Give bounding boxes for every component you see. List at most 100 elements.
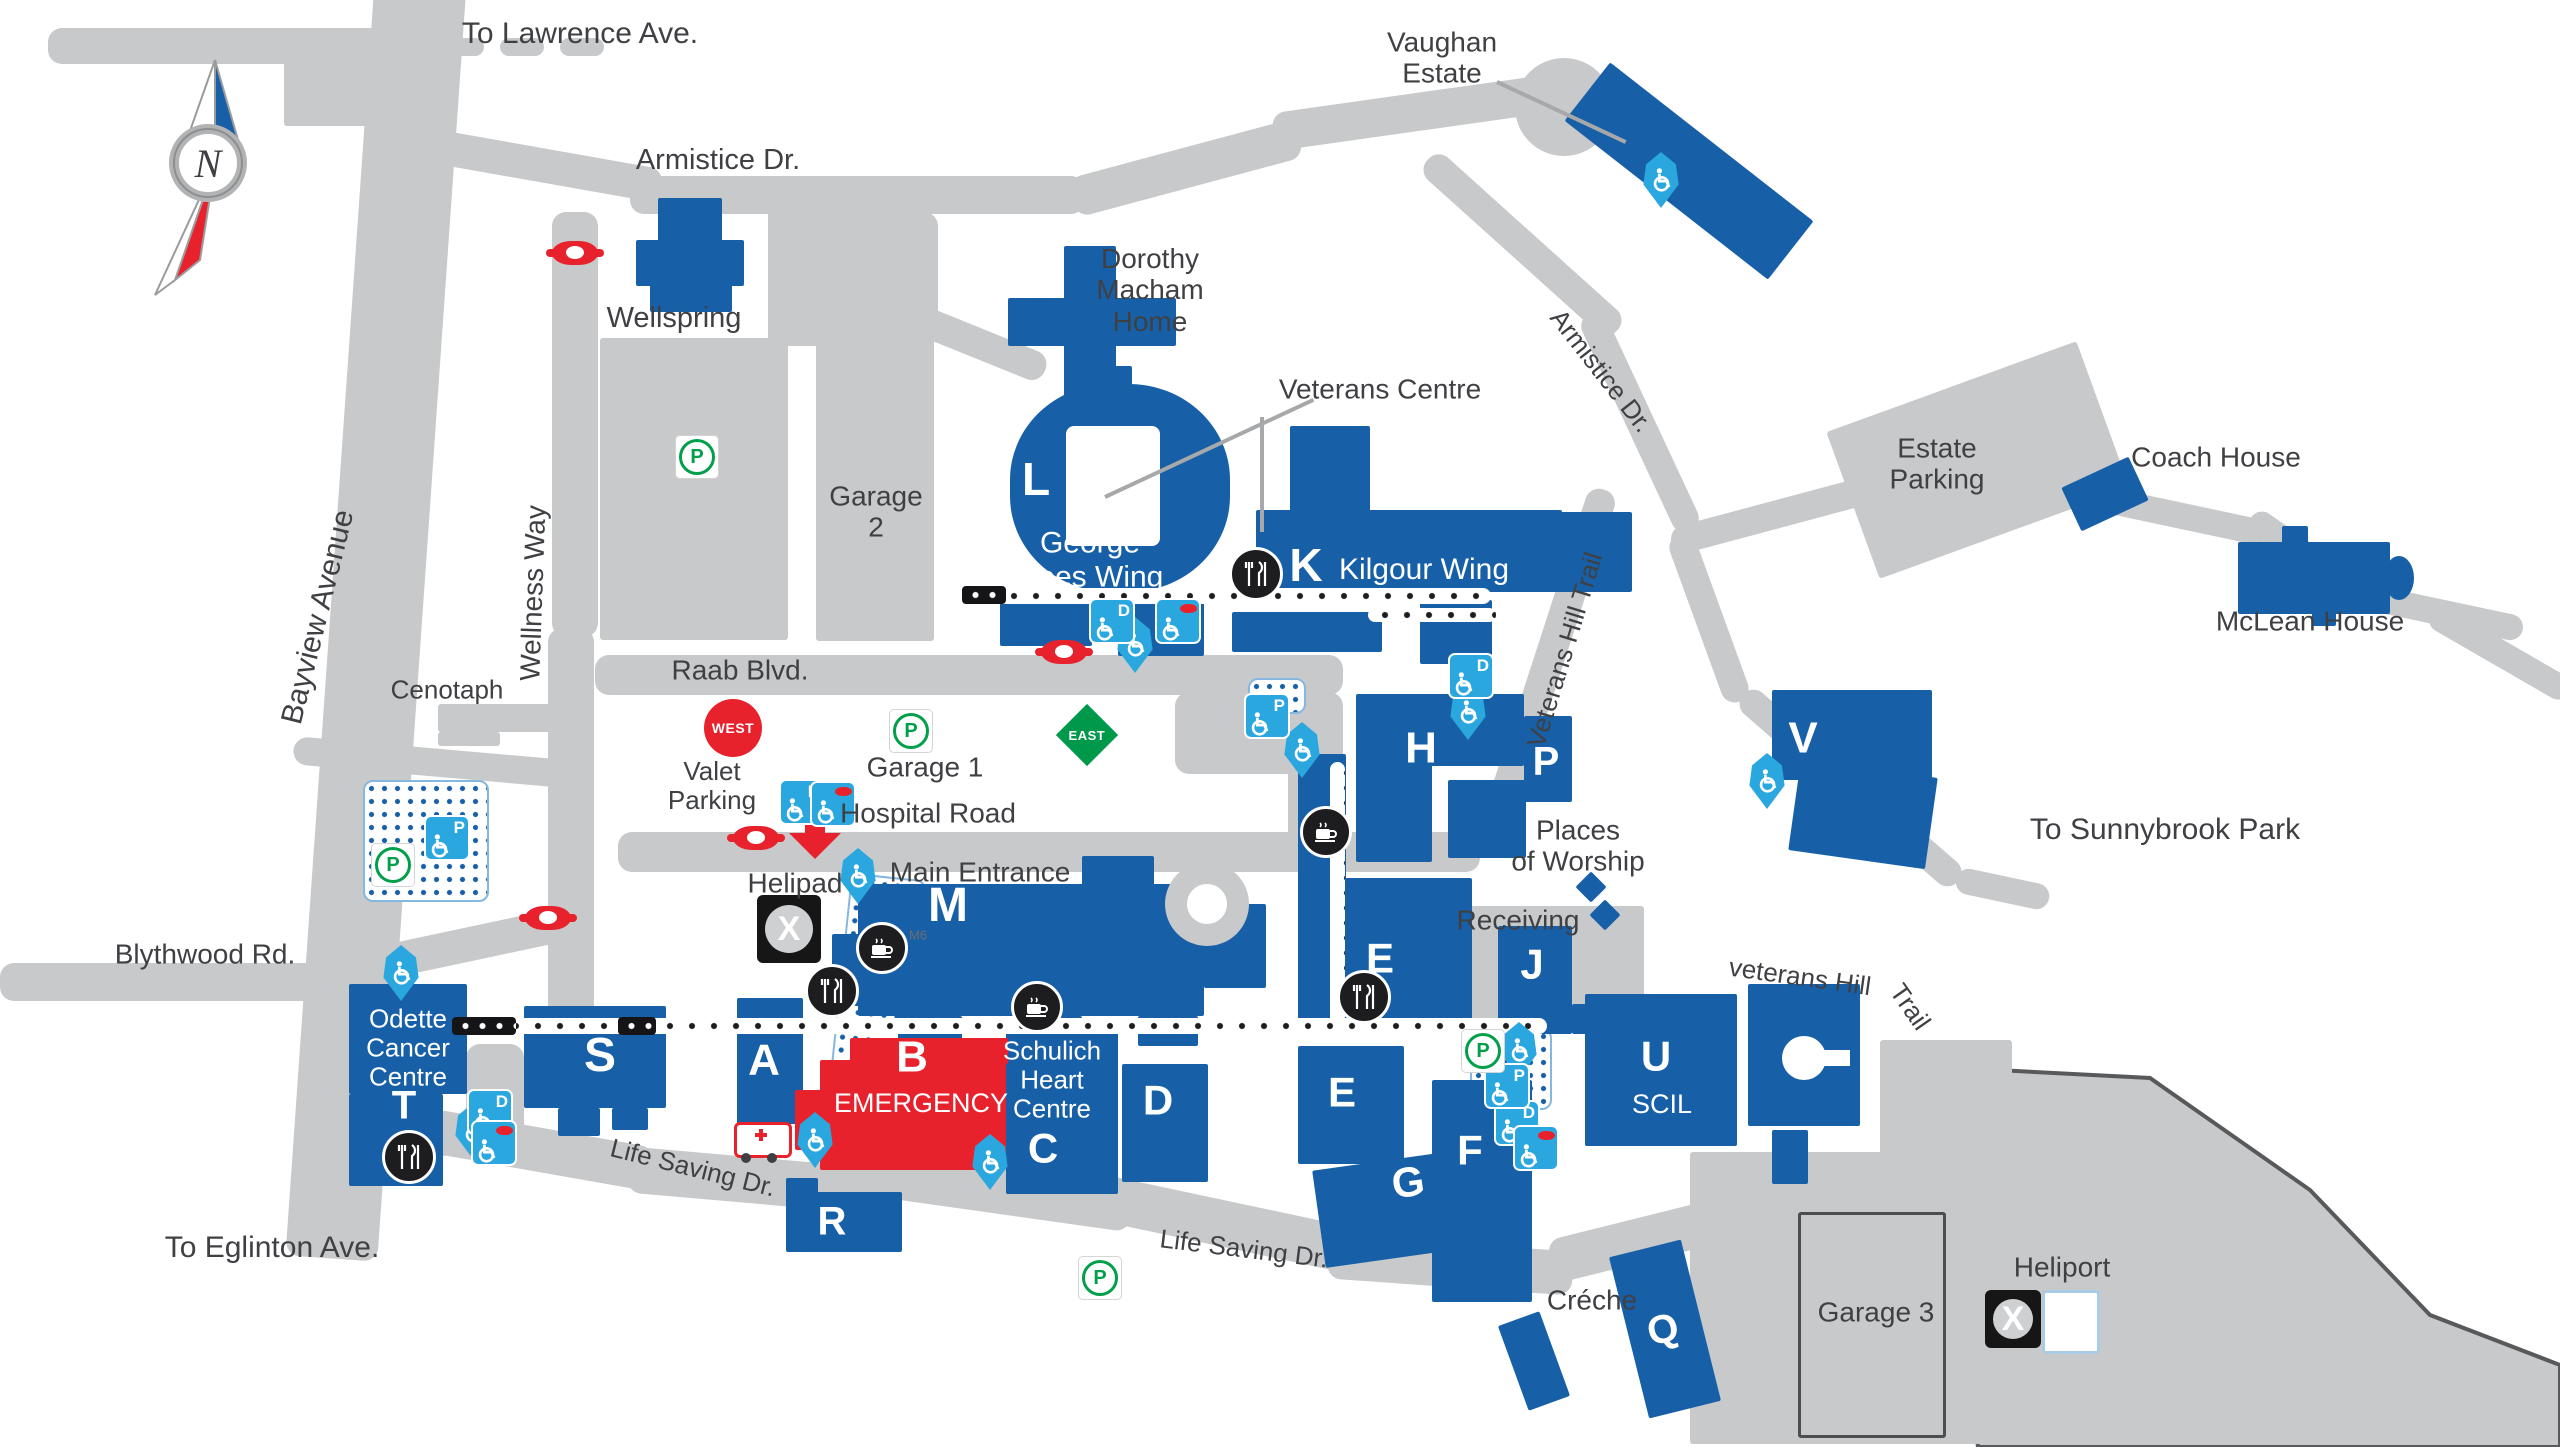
restaurant-icon bbox=[382, 1130, 436, 1184]
parking-icon: P bbox=[371, 843, 415, 887]
accessibility-icon bbox=[1280, 722, 1324, 778]
heliport: Heliport bbox=[2014, 1251, 2110, 1282]
coach-house-text: Coach House bbox=[2131, 441, 2301, 473]
accessible-transit-icon bbox=[810, 781, 856, 827]
v-building bbox=[1788, 758, 1938, 870]
small-blue-se bbox=[1772, 1130, 1808, 1184]
arrow-shape bbox=[789, 815, 841, 859]
schulich-text: Schulich bbox=[1002, 1035, 1102, 1066]
road-segment bbox=[548, 628, 594, 1043]
receiving-text: Receiving bbox=[1456, 904, 1580, 936]
d-building bbox=[1122, 1064, 1208, 1182]
letter-p-bldg: P bbox=[1533, 740, 1560, 785]
creche: Créche bbox=[1547, 1284, 1637, 1315]
letter-g-text: G bbox=[1388, 1156, 1428, 1208]
letter-e-up: E bbox=[1366, 934, 1394, 981]
letter-e-low: E bbox=[1328, 1068, 1356, 1115]
p-building bbox=[1524, 716, 1572, 802]
vaughan-estate-text: Estate bbox=[1402, 58, 1482, 89]
letter-s-text: S bbox=[583, 1029, 617, 1083]
gray-block bbox=[768, 204, 908, 346]
letter-b: B bbox=[896, 1032, 928, 1081]
creche-building bbox=[1497, 1311, 1571, 1411]
kilgour-building bbox=[1000, 600, 1092, 646]
m6: M6 bbox=[908, 927, 928, 944]
coffee-circle bbox=[1300, 806, 1352, 858]
gp-box: P bbox=[889, 709, 933, 753]
ambulance-icon bbox=[734, 1122, 792, 1163]
accessible-dropoff-icon: D bbox=[1448, 653, 1494, 699]
kilgour-building bbox=[1560, 538, 1590, 582]
sq bbox=[1513, 1125, 1559, 1171]
letter-t-text: T bbox=[391, 1083, 417, 1128]
estate-parking-text: Parking bbox=[1889, 464, 1985, 495]
veterans-centre-text: Veterans Centre bbox=[1278, 373, 1482, 405]
letter-d-text: D bbox=[1142, 1076, 1174, 1124]
armistice-top: Armistice Dr. bbox=[636, 144, 800, 176]
food-circle bbox=[805, 964, 859, 1018]
garage-1: Garage 1 bbox=[867, 751, 984, 782]
gray-block bbox=[438, 704, 590, 732]
wellspring: Wellspring bbox=[607, 302, 742, 334]
ttc-logo-icon bbox=[519, 906, 577, 930]
accessibility-icon bbox=[1745, 753, 1789, 809]
roundabout bbox=[1165, 862, 1249, 946]
sq: D bbox=[1089, 598, 1135, 644]
mclean-house-text: McLean House bbox=[2215, 605, 2405, 637]
george-hees-building bbox=[1088, 366, 1132, 392]
x-circle: X bbox=[765, 905, 813, 953]
hospital-road-text: Hospital Road bbox=[840, 797, 1016, 829]
dorothy-macham-text: Dorothy bbox=[1100, 242, 1200, 274]
accessibility-icon bbox=[1639, 152, 1683, 208]
compass-n-label: N bbox=[194, 141, 224, 186]
dorothy-macham-text: Home bbox=[1112, 305, 1188, 337]
letter-g: G bbox=[1389, 1156, 1428, 1207]
vaughan-estate-building bbox=[1564, 62, 1814, 280]
e-lower-building bbox=[1298, 1046, 1404, 1164]
vht-lower-2: Trail bbox=[1883, 977, 1937, 1036]
drop-shape bbox=[383, 945, 419, 1001]
gp-box: P bbox=[1461, 1029, 1505, 1073]
parking-icon: P bbox=[1078, 1256, 1122, 1300]
ttc-logo-icon bbox=[546, 241, 604, 265]
cenotaph-text: Cenotaph bbox=[390, 674, 504, 705]
garage-1-text: Garage 1 bbox=[866, 751, 984, 783]
r-building bbox=[786, 1178, 818, 1194]
letter-b-text: B bbox=[896, 1032, 928, 1082]
heliport-pad bbox=[2042, 1290, 2100, 1354]
gray-block bbox=[816, 335, 934, 641]
vht-lower-2-text: Trail bbox=[1883, 977, 1937, 1036]
crosswalk bbox=[962, 586, 1006, 604]
sq: P bbox=[1484, 1063, 1530, 1109]
mclean-house-building bbox=[2282, 526, 2308, 546]
mclean-house-building bbox=[2312, 610, 2336, 626]
parking-icon: P bbox=[1461, 1029, 1505, 1073]
road-segment bbox=[595, 655, 1343, 695]
crosswalk bbox=[618, 1017, 656, 1035]
wellspring-building bbox=[650, 284, 732, 312]
veterans-centre: Veterans Centre bbox=[1279, 373, 1481, 404]
sq bbox=[471, 1120, 517, 1166]
u-scil-building bbox=[1585, 994, 1737, 1146]
vaughan-estate-text: Vaughan bbox=[1386, 26, 1498, 58]
blythwood: Blythwood Rd. bbox=[115, 938, 296, 969]
v-building bbox=[1772, 690, 1932, 780]
letter-k-text: K bbox=[1289, 539, 1323, 592]
letter-f-text: F bbox=[1457, 1126, 1483, 1174]
to-eglinton-text: To Eglinton Ave. bbox=[164, 1231, 380, 1265]
restaurant-icon bbox=[1229, 547, 1283, 601]
m6-text: M6 bbox=[908, 927, 928, 943]
coffee-icon bbox=[1011, 981, 1063, 1033]
coffee-circle bbox=[1011, 981, 1063, 1033]
george-hees-text: George bbox=[1039, 526, 1141, 560]
valet-text: Valet bbox=[683, 755, 741, 786]
gp-box: P bbox=[1078, 1256, 1122, 1300]
letter-u: U bbox=[1641, 1032, 1671, 1079]
wellspring-building bbox=[636, 240, 744, 286]
compass-icon: N bbox=[154, 59, 247, 296]
accessibility-icon bbox=[379, 945, 423, 1001]
